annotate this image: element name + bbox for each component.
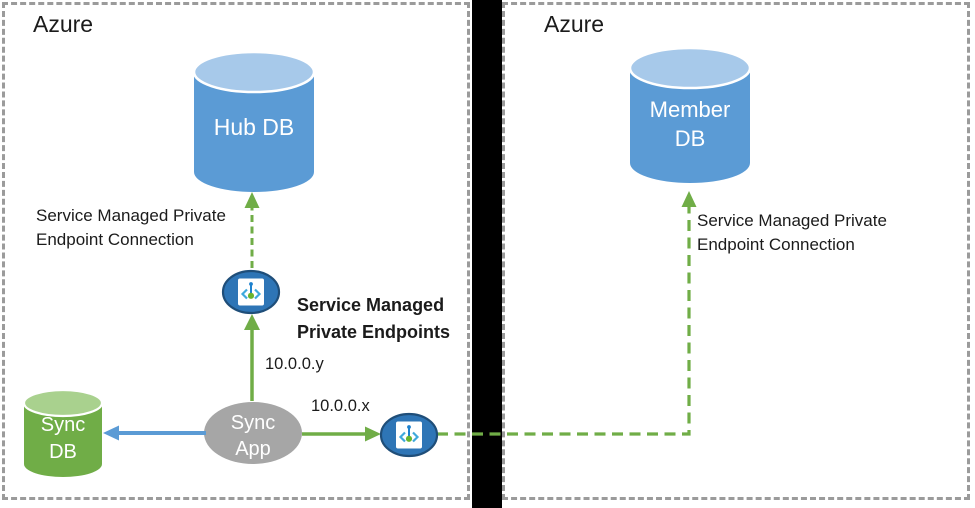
sync-db-cylinder [22, 388, 104, 477]
private-endpoint-node-member [379, 412, 439, 458]
arrow-endpoint-to-hubdb [244, 192, 260, 268]
ip-label-hub: 10.0.0.y [265, 355, 324, 373]
sync-app-label: Sync App [204, 410, 302, 462]
sync-db-label: Sync DB [24, 412, 102, 466]
sync-app-line2: App [235, 438, 271, 460]
member-connection-line2: Endpoint Connection [697, 234, 855, 254]
sync-app-ellipse [204, 402, 302, 464]
region-title-right: Azure [544, 11, 605, 37]
private-endpoint-node-hub [221, 269, 281, 315]
arrow-syncapp-to-endpoint [244, 314, 260, 401]
member-db-cylinder [628, 46, 752, 183]
region-divider-bar [472, 0, 502, 508]
arrow-syncapp-to-syncdb [103, 425, 206, 441]
member-connection-line1: Service Managed Private [697, 211, 887, 230]
hub-connection-label: Service Managed Private Endpoint Connect… [36, 204, 226, 251]
private-endpoints-title-line1: Service Managed [297, 295, 445, 315]
private-endpoint-icon [236, 277, 266, 307]
member-db-label: Member DB [630, 95, 750, 153]
private-endpoints-title-line2: Private Endpoints [297, 321, 451, 342]
sync-db-line1: Sync [40, 414, 86, 436]
ip-label-member: 10.0.0.x [311, 397, 370, 415]
hub-connection-line2: Endpoint Connection [36, 229, 194, 249]
member-db-line1: Member [649, 97, 731, 122]
hub-db-label: Hub DB [213, 114, 295, 140]
private-endpoints-title: Service Managed Private Endpoints [297, 292, 450, 345]
member-connection-label: Service Managed Private Endpoint Connect… [697, 209, 887, 256]
sync-db-line2: DB [49, 441, 77, 463]
member-db-line2: DB [674, 126, 706, 151]
arrow-endpoint-to-memberdb [437, 191, 697, 436]
hub-db-cylinder [192, 50, 316, 192]
hub-connection-line1: Service Managed Private [36, 206, 226, 225]
private-endpoint-icon [394, 420, 424, 450]
arrow-syncapp-to-member-endpoint [302, 426, 381, 442]
sync-app-line1: Sync [230, 412, 276, 434]
region-title-left: Azure [33, 11, 94, 37]
